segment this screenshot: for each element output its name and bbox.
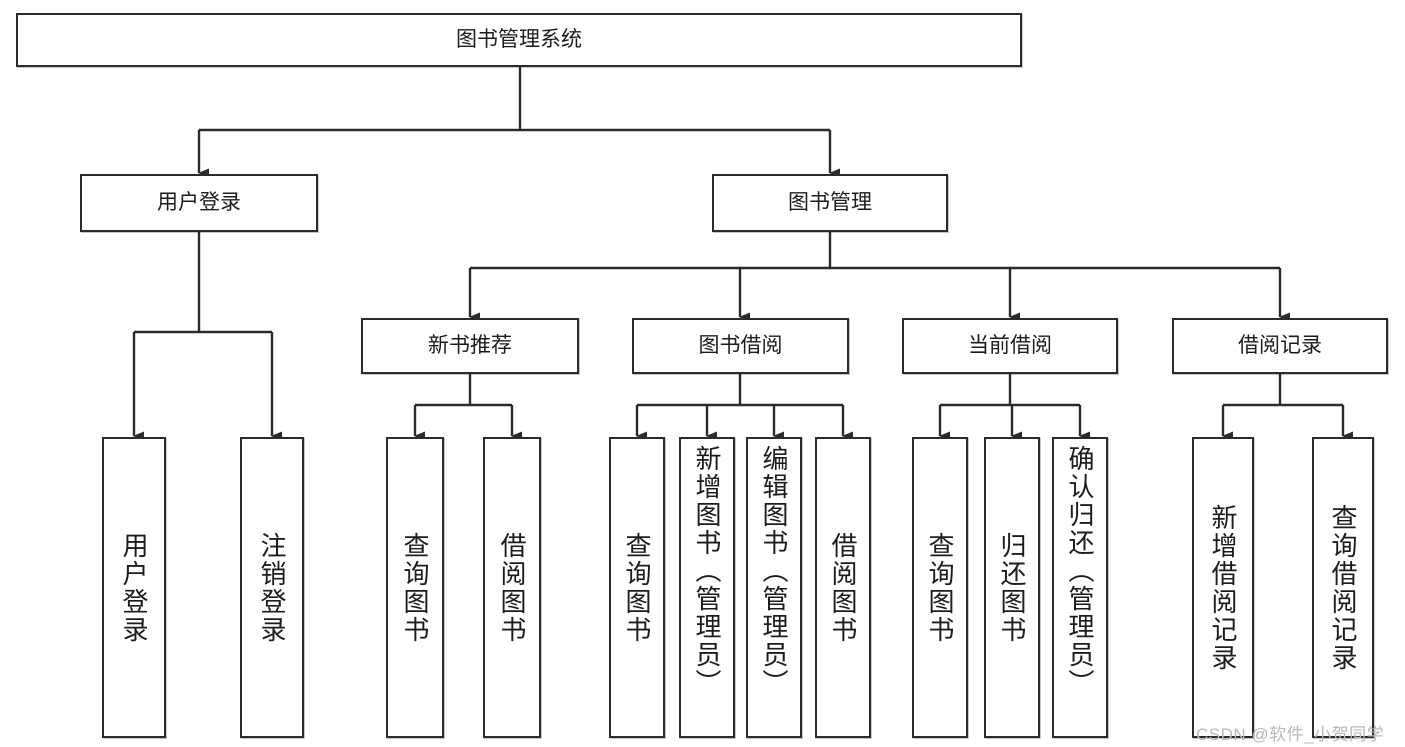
node-root[interactable]: 图书管理系统 [16, 13, 1022, 67]
node-label-new-book-recommend: 新书推荐 [428, 334, 512, 358]
node-label-leaf-add-borrow-record: 新增借阅记录 [1208, 503, 1238, 672]
node-label-leaf-query-books-borrow: 查询图书 [622, 531, 652, 644]
node-new-book-recommend[interactable]: 新书推荐 [361, 318, 579, 374]
node-leaf-borrow-books-rec[interactable]: 借阅图书 [483, 437, 541, 738]
node-book-borrow[interactable]: 图书借阅 [632, 318, 849, 374]
node-label-book-borrow: 图书借阅 [698, 334, 783, 358]
node-label-leaf-edit-book-admin: 编辑图书（管理员） [759, 445, 789, 697]
node-label-leaf-confirm-return-admin: 确认归还（管理员） [1065, 445, 1095, 697]
node-borrow-record[interactable]: 借阅记录 [1172, 318, 1388, 374]
node-label-root: 图书管理系统 [456, 28, 582, 52]
node-label-leaf-user-logout: 注销登录 [257, 531, 287, 644]
connector-lines [132, 67, 1353, 441]
node-label-leaf-query-books-current: 查询图书 [925, 531, 955, 644]
node-label-leaf-add-book-admin: 新增图书（管理员） [692, 445, 722, 697]
node-label-leaf-borrow-books-borrow: 借阅图书 [828, 531, 858, 644]
node-leaf-add-borrow-record[interactable]: 新增借阅记录 [1192, 437, 1254, 738]
node-label-current-borrow: 当前借阅 [968, 334, 1052, 358]
node-leaf-query-books-current[interactable]: 查询图书 [912, 437, 968, 738]
node-leaf-return-books[interactable]: 归还图书 [984, 437, 1040, 738]
node-current-borrow[interactable]: 当前借阅 [902, 318, 1118, 374]
node-leaf-user-logout[interactable]: 注销登录 [240, 437, 304, 738]
node-label-leaf-query-borrow-record: 查询借阅记录 [1328, 503, 1358, 672]
node-label-leaf-borrow-books-rec: 借阅图书 [497, 531, 527, 644]
node-leaf-borrow-books-borrow[interactable]: 借阅图书 [815, 437, 871, 738]
node-leaf-query-borrow-record[interactable]: 查询借阅记录 [1312, 437, 1374, 738]
node-label-leaf-return-books: 归还图书 [997, 531, 1027, 644]
node-label-user-login: 用户登录 [157, 191, 241, 215]
node-user-login[interactable]: 用户登录 [80, 174, 318, 232]
node-label-leaf-query-books-rec: 查询图书 [400, 531, 430, 644]
node-book-management[interactable]: 图书管理 [712, 174, 948, 232]
node-leaf-query-books-borrow[interactable]: 查询图书 [609, 437, 665, 738]
node-label-borrow-record: 借阅记录 [1238, 334, 1322, 358]
node-leaf-query-books-rec[interactable]: 查询图书 [386, 437, 444, 738]
node-leaf-user-login[interactable]: 用户登录 [102, 437, 166, 738]
node-leaf-add-book-admin[interactable]: 新增图书（管理员） [679, 437, 735, 738]
node-leaf-edit-book-admin[interactable]: 编辑图书（管理员） [746, 437, 802, 738]
node-label-leaf-user-login: 用户登录 [119, 531, 149, 644]
node-label-book-management: 图书管理 [788, 191, 872, 215]
node-leaf-confirm-return-admin[interactable]: 确认归还（管理员） [1052, 437, 1108, 738]
